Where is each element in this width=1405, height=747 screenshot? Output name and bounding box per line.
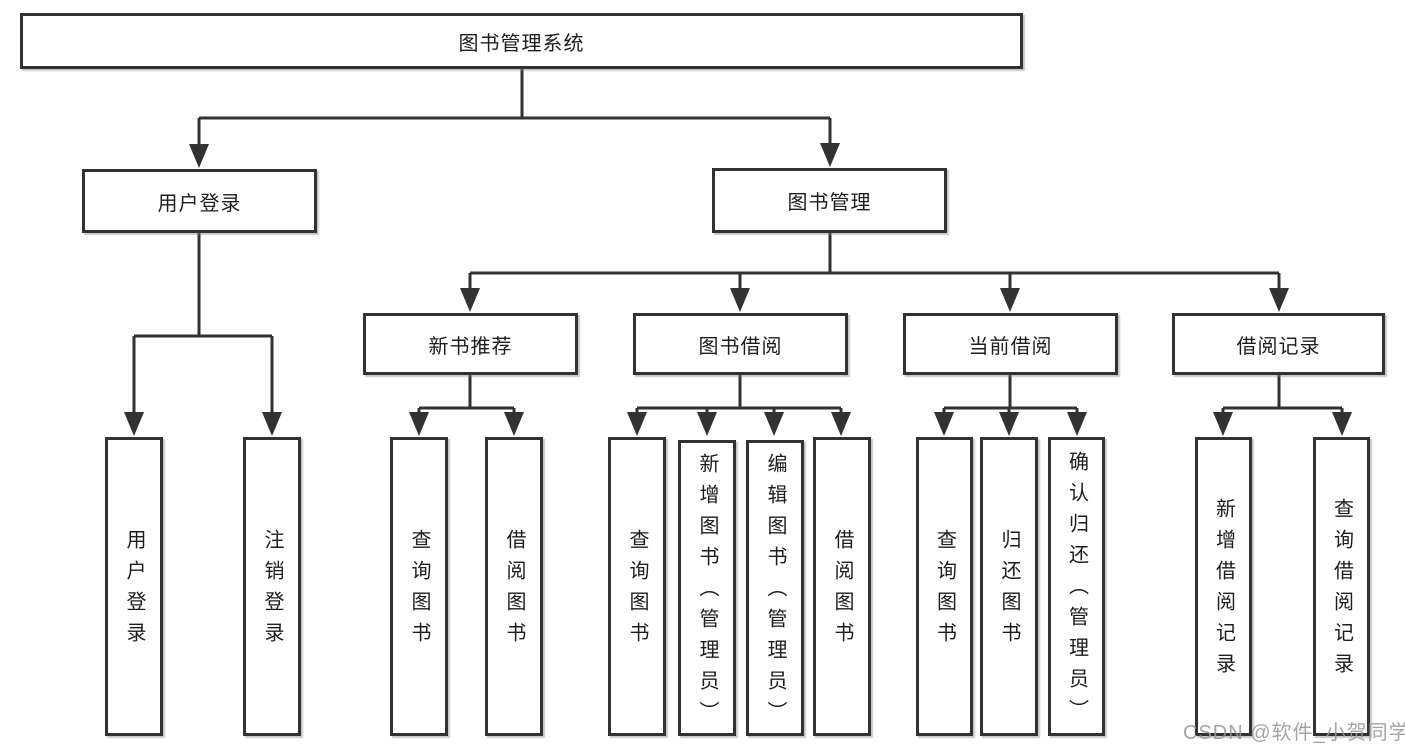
leaf-query-book-current: 查询图书	[916, 437, 973, 736]
node-book-management: 图书管理	[712, 168, 947, 233]
leaf-return-book: 归还图书	[980, 437, 1038, 736]
node-current-borrow: 当前借阅	[903, 313, 1118, 375]
node-borrow-record: 借阅记录	[1172, 313, 1385, 375]
arrowhead-icons	[124, 143, 1352, 436]
csdn-watermark: CSDN @软件_小贺同学	[1183, 722, 1405, 744]
leaf-borrow-book-recommend: 借阅图书	[485, 437, 543, 736]
node-book-borrow: 图书借阅	[633, 313, 848, 375]
leaf-query-borrow-record: 查询借阅记录	[1313, 437, 1370, 736]
leaf-user-login: 用户登录	[105, 437, 163, 736]
leaf-query-book-borrow: 查询图书	[608, 437, 666, 736]
leaf-edit-book-admin: 编辑图书（管理员）	[746, 440, 804, 736]
leaf-add-borrow-record: 新增借阅记录	[1195, 437, 1252, 736]
node-user-login: 用户登录	[82, 169, 317, 233]
leaf-borrow-book-borrow: 借阅图书	[813, 437, 871, 736]
node-root-system: 图书管理系统	[20, 13, 1023, 69]
leaf-query-book-recommend: 查询图书	[390, 437, 448, 736]
node-new-book-recommend: 新书推荐	[363, 313, 578, 375]
leaf-logout-login: 注销登录	[243, 437, 301, 736]
leaf-confirm-return-admin: 确认归还（管理员）	[1048, 437, 1105, 736]
leaf-add-book-admin: 新增图书（管理员）	[678, 440, 736, 736]
